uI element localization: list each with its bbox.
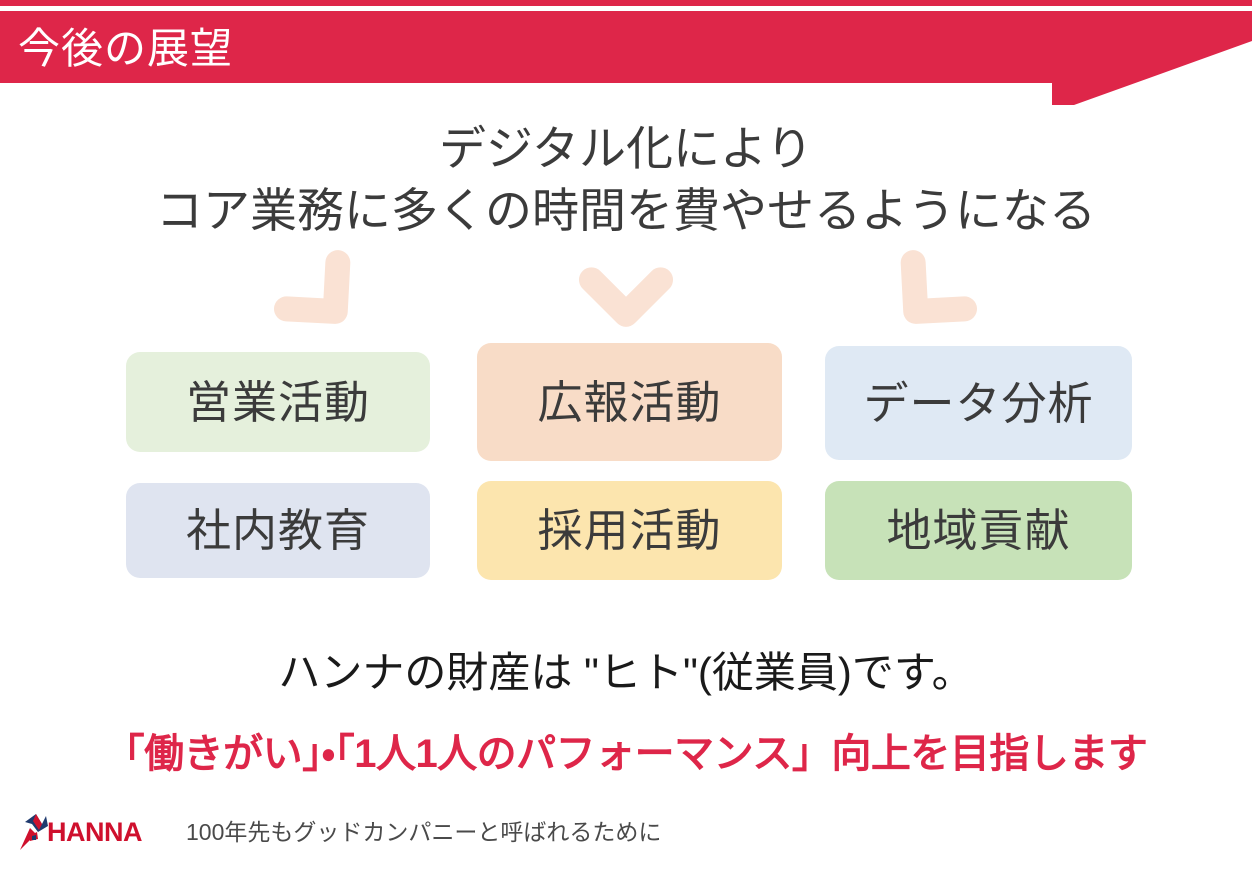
chevron-down-icon-glyph xyxy=(578,267,674,327)
chevron-down-icon xyxy=(578,251,674,347)
category-box: 採用活動 xyxy=(477,481,782,580)
lead-line-1: デジタル化により xyxy=(438,122,814,175)
chevron-down-icon xyxy=(858,232,994,368)
footer: HANNA 100年先もグッドカンパニーと呼ばれるために xyxy=(16,812,661,852)
page-title: 今後の展望 xyxy=(18,25,234,72)
banner-shape xyxy=(0,11,1252,105)
hanna-logo-mark-icon xyxy=(20,814,48,850)
closing-emphasis: 「働きがい」・「1人1人のパフォーマンス」向上を目指します xyxy=(104,732,1148,776)
hanna-logo-text: HANNA xyxy=(47,816,143,847)
category-box-label: 営業活動 xyxy=(185,376,370,428)
category-box-label: 広報活動 xyxy=(537,376,722,428)
category-box: 社内教育 xyxy=(126,483,430,578)
top-rule xyxy=(0,0,1252,6)
lead-copy: デジタル化により コア業務に多くの時間を費やせるようになる xyxy=(0,118,1252,242)
chevron-down-icon-glyph xyxy=(273,250,351,324)
lead-line-2: コア業務に多くの時間を費やせるようになる xyxy=(156,184,1096,237)
closing-statement: ハンナの財産は "ヒト"(従業員)です。 xyxy=(278,649,974,696)
header-banner: 今後の展望 xyxy=(0,11,1252,107)
category-box-label: 地域貢献 xyxy=(886,505,1071,556)
chevron-down-icon-glyph xyxy=(900,250,978,324)
footer-tagline: 100年先もグッドカンパニーと呼ばれるために xyxy=(186,818,662,845)
category-box: 広報活動 xyxy=(477,343,782,461)
category-box-label: データ分析 xyxy=(863,377,1094,429)
category-box: データ分析 xyxy=(825,346,1132,460)
category-box: 地域貢献 xyxy=(825,481,1132,580)
category-box-label: 社内教育 xyxy=(185,505,370,556)
category-box-label: 採用活動 xyxy=(537,505,722,556)
chevron-down-icon xyxy=(257,232,393,368)
category-box: 営業活動 xyxy=(126,352,430,452)
